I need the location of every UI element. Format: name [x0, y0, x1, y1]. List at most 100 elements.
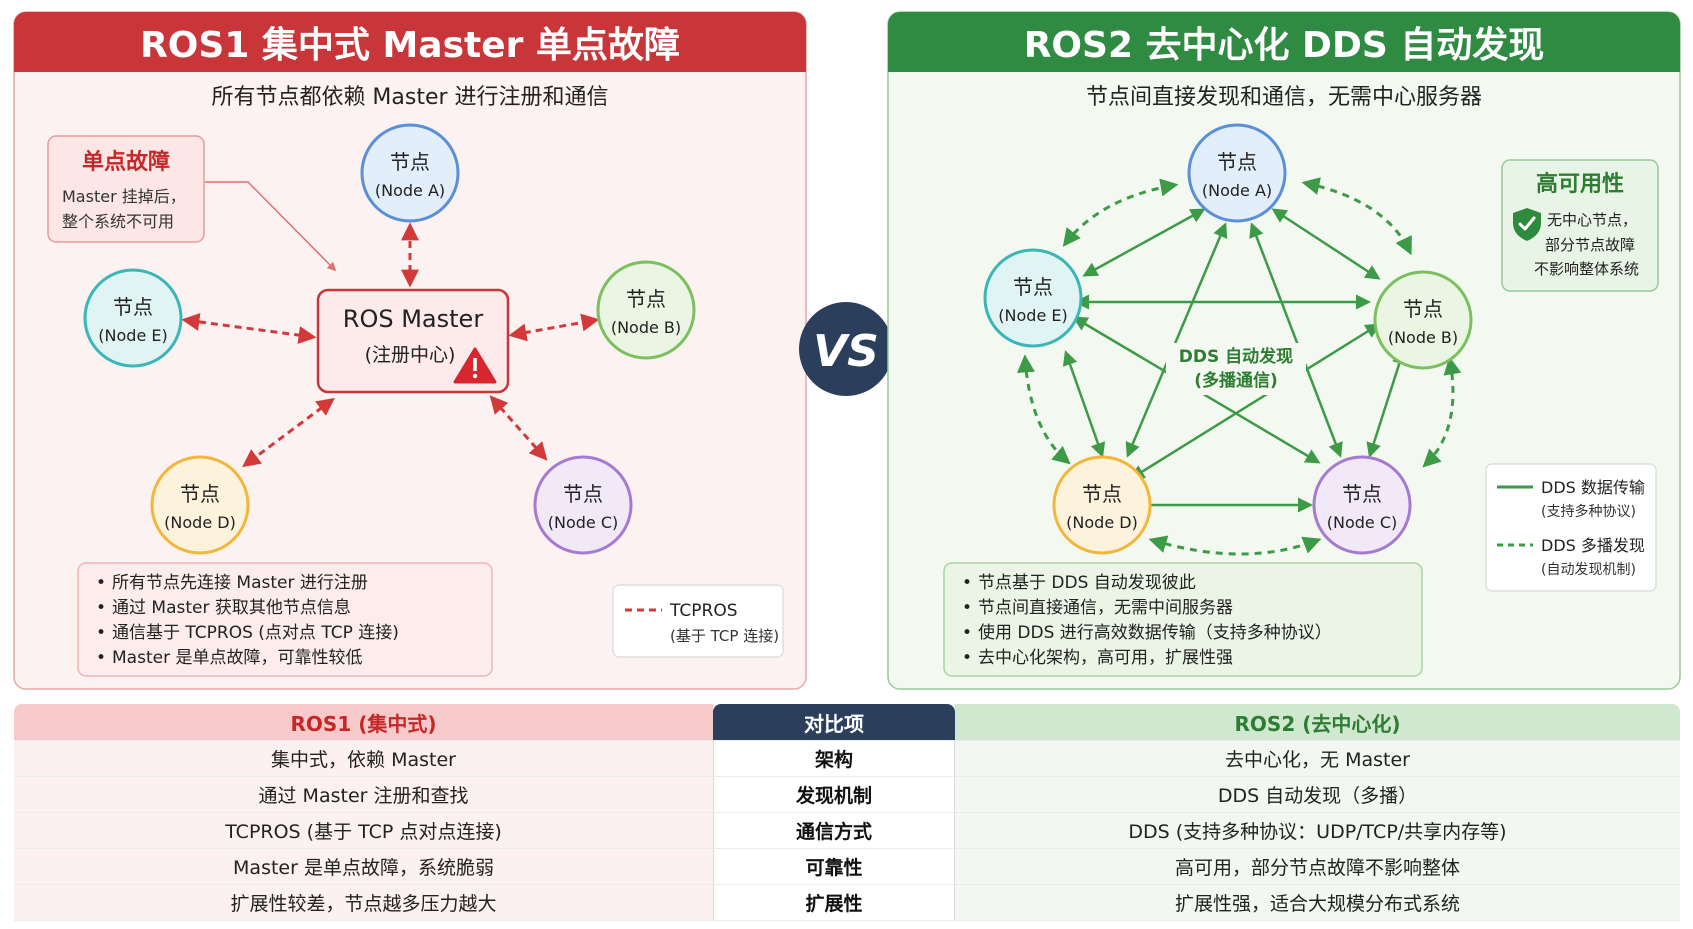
ros1-cell: 扩展性较差，节点越多压力越大 — [14, 885, 713, 921]
ros1-cell: TCPROS (基于 TCP 点对点连接) — [14, 813, 713, 849]
ha-line2: 部分节点故障 — [1545, 236, 1635, 254]
node-sublabel: (Node E) — [998, 306, 1067, 325]
link-master-node-e — [181, 312, 317, 345]
dds-center-label-bg — [1166, 343, 1306, 395]
link-master-node-d — [242, 397, 335, 468]
ros2-nodes: 节点(Node A)节点(Node B)节点(Node C)节点(Node D)… — [983, 123, 1473, 555]
multicast-b-c — [1422, 356, 1462, 468]
ros1-subtitle: 所有节点都依赖 Master 进行注册和通信 — [211, 85, 608, 110]
link-master-node-b — [508, 313, 600, 342]
node-sublabel: (Node A) — [375, 181, 445, 200]
ros1-legend — [612, 584, 784, 658]
ha-line3: 不影响整体系统 — [1534, 260, 1639, 278]
ros1-bullet-item: 所有节点先连接 Master 进行注册 — [112, 573, 368, 593]
legend-multicast-sublabel: (自动发现机制) — [1541, 562, 1636, 578]
ros1-title: ROS1 集中式 Master 单点故障 — [140, 25, 680, 66]
node-label: 节点 — [1217, 150, 1257, 174]
ros1-bullet-box — [77, 562, 493, 677]
node-sublabel: (Node D) — [164, 513, 236, 532]
ros2-bullet-item: 节点间直接通信，无需中间服务器 — [978, 598, 1233, 618]
svg-text:•: • — [962, 623, 972, 643]
item-cell: 通信方式 — [713, 813, 955, 849]
ros1-node-b: 节点 (Node B) — [596, 260, 696, 360]
svg-text:•: • — [96, 573, 106, 593]
node-label: 节点 — [1082, 482, 1122, 506]
ros1-bullet-item: 通过 Master 获取其他节点信息 — [112, 598, 351, 618]
ros1-nodes: 节点 (Node A) 节点 (Node B) 节点 (Node C) 节点 (Node D)… — [83, 123, 696, 555]
svg-text:•: • — [96, 648, 106, 668]
ros2-cell: 高可用，部分节点故障不影响整体 — [955, 849, 1680, 885]
node-sublabel: (Node E) — [98, 326, 167, 345]
ros2-subtitle: 节点间直接发现和通信，无需中心服务器 — [1086, 85, 1482, 110]
ros-master-sublabel: (注册中心) — [365, 344, 456, 366]
node-label: 节点 — [1342, 482, 1382, 506]
ros-master-label: ROS Master — [343, 305, 484, 333]
node-label: 节点 — [390, 150, 430, 174]
node-label: 节点 — [626, 287, 666, 311]
table-row: Master 是单点故障，系统脆弱 可靠性 高可用，部分节点故障不影响整体 — [14, 849, 1680, 885]
node-sublabel: (Node B) — [611, 318, 681, 337]
ros1-cell: Master 是单点故障，系统脆弱 — [14, 849, 713, 885]
dds-center-label: DDS 自动发现 — [1179, 346, 1293, 367]
table-row: 集中式，依赖 Master 架构 去中心化，无 Master — [14, 741, 1680, 777]
table-row: 扩展性较差，节点越多压力越大 扩展性 扩展性强，适合大规模分布式系统 — [14, 885, 1680, 921]
ros2-legend — [1485, 463, 1657, 592]
header-ros2: ROS2 (去中心化) — [955, 704, 1680, 741]
callout-line1: Master 挂掉后， — [62, 187, 186, 206]
ros2-bullet-item: 去中心化架构，高可用，扩展性强 — [978, 648, 1233, 668]
shield-check-icon — [1513, 208, 1541, 241]
ros1-node-e: 节点 (Node E) — [83, 268, 183, 368]
ros1-node-d: 节点 (Node D) — [150, 455, 250, 555]
ros1-bullet-item: Master 是单点故障，可靠性较低 — [112, 648, 362, 668]
ros2-bullet-item: 使用 DDS 进行高效数据传输（支持多种协议） — [978, 622, 1332, 643]
ros2-node-b: 节点 (Node B) — [1373, 270, 1473, 370]
dds-center-sublabel: (多播通信) — [1194, 370, 1278, 391]
ros2-cell: DDS (支持多种协议：UDP/TCP/共享内存等) — [955, 813, 1680, 849]
ros1-title-bar — [14, 12, 806, 72]
svg-text:•: • — [962, 648, 972, 668]
ros2-cell: DDS 自动发现（多播） — [955, 777, 1680, 813]
ha-line1: 无中心节点， — [1547, 211, 1637, 229]
callout-title: 单点故障 — [82, 149, 170, 175]
legend-data-transfer-label: DDS 数据传输 — [1541, 478, 1645, 497]
table-row: 通过 Master 注册和查找 发现机制 DDS 自动发现（多播） — [14, 777, 1680, 813]
callout-line2: 整个系统不可用 — [62, 212, 174, 231]
table-row: TCPROS (基于 TCP 点对点连接) 通信方式 DDS (支持多种协议：U… — [14, 813, 1680, 849]
dds-data-links — [1062, 208, 1407, 513]
node-label: 节点 — [180, 482, 220, 506]
svg-text:•: • — [962, 598, 972, 618]
node-sublabel: (Node B) — [1388, 328, 1458, 347]
link-b-d — [1129, 323, 1381, 480]
node-sublabel: (Node A) — [1202, 181, 1272, 200]
ros2-title: ROS2 去中心化 DDS 自动发现 — [1024, 25, 1545, 66]
single-point-failure-callout — [47, 135, 205, 243]
ros1-cell: 集中式，依赖 Master — [14, 741, 713, 777]
ros1-node-a: 节点 (Node A) — [360, 123, 460, 223]
svg-text:•: • — [96, 598, 106, 618]
warning-icon — [453, 347, 497, 384]
item-cell: 可靠性 — [713, 849, 955, 885]
item-cell: 发现机制 — [713, 777, 955, 813]
node-label: 节点 — [1403, 297, 1443, 321]
ros2-node-a: 节点 (Node A) — [1187, 123, 1287, 223]
node-label: 节点 — [563, 482, 603, 506]
svg-text:•: • — [962, 573, 972, 593]
node-sublabel: (Node C) — [548, 513, 619, 532]
header-ros1: ROS1 (集中式) — [14, 704, 713, 741]
legend-tcpros-label: TCPROS — [669, 601, 738, 621]
callout-pointer — [205, 181, 337, 272]
legend-tcpros-sublabel: (基于 TCP 连接) — [670, 627, 779, 645]
ros1-bullet-item: 通信基于 TCPROS (点对点 TCP 连接) — [112, 623, 399, 643]
ros2-bullet-list: • 节点基于 DDS 自动发现彼此 • 节点间直接通信，无需中间服务器 • 使用 DD… — [962, 573, 1332, 668]
node-label: 节点 — [113, 295, 153, 319]
high-availability-box — [1501, 159, 1659, 292]
ros2-node-d: 节点(Node D) — [1052, 455, 1152, 555]
ros2-bullet-item: 节点基于 DDS 自动发现彼此 — [978, 573, 1196, 593]
link-master-node-c — [489, 395, 548, 461]
vs-badge: VS — [799, 302, 893, 396]
vs-label: VS — [813, 326, 879, 377]
header-comparison-item: 对比项 — [713, 704, 955, 741]
ros2-cell: 扩展性强，适合大规模分布式系统 — [955, 885, 1680, 921]
legend-multicast-label: DDS 多播发现 — [1541, 536, 1645, 555]
item-cell: 扩展性 — [713, 885, 955, 921]
